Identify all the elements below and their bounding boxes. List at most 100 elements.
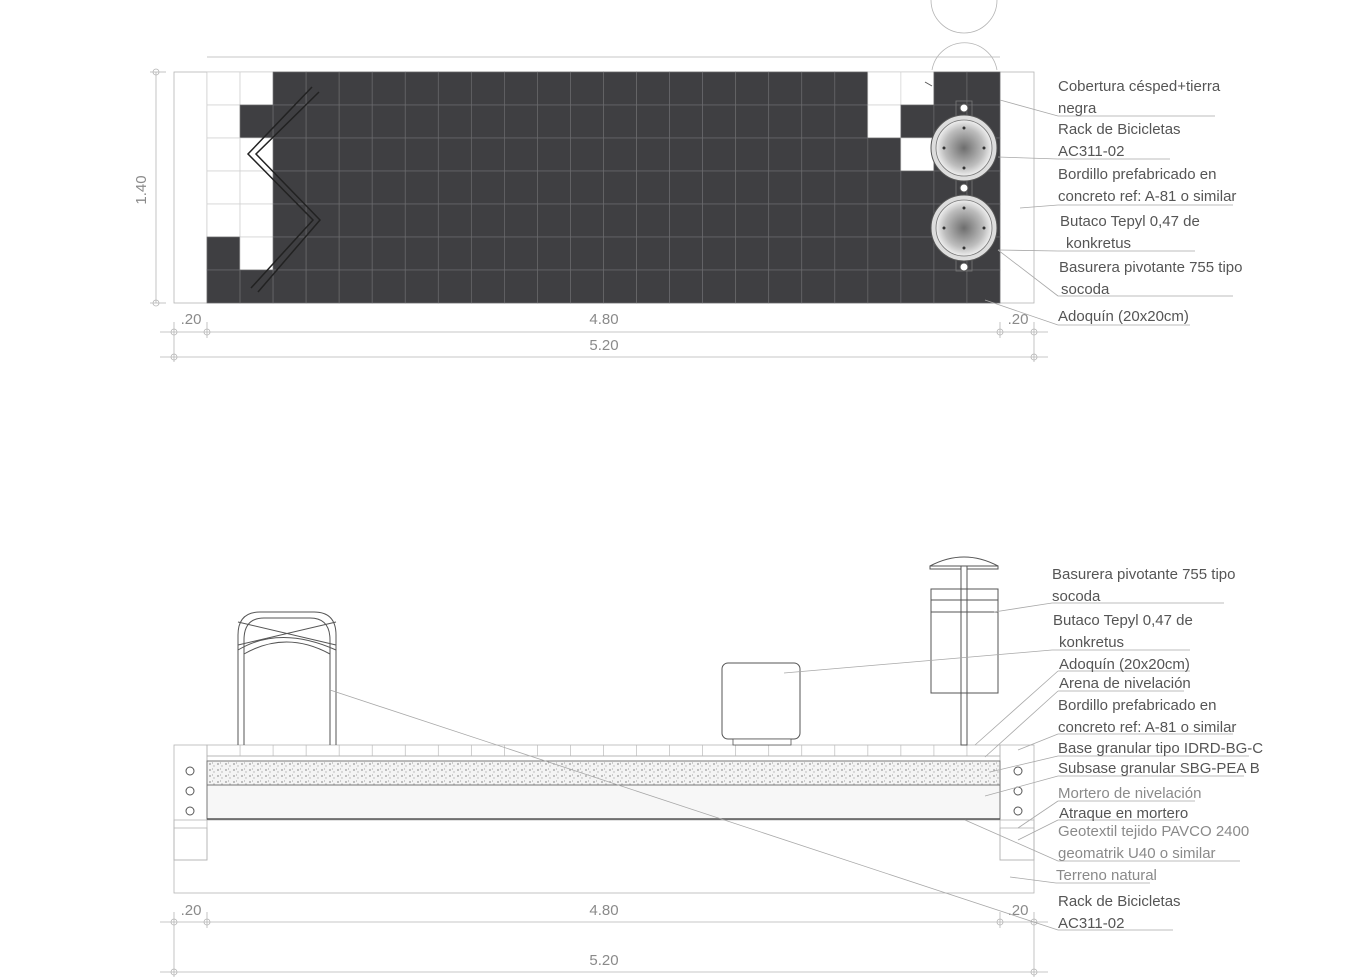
- paver-tile: [603, 170, 637, 205]
- paver-tile: [437, 104, 472, 139]
- paver-tile: [371, 203, 406, 238]
- section-labels: Basurera pivotante 755 tipo socoda Butac…: [1052, 566, 1263, 932]
- dim-total: 5.20: [589, 337, 618, 354]
- paver-tile: [702, 71, 737, 106]
- paver-tile: [768, 269, 803, 304]
- plan-leaders: [924, 81, 1233, 326]
- paver-tile: [768, 203, 803, 238]
- paver-tile: [504, 236, 538, 271]
- paver-tile: [371, 170, 406, 205]
- paver-tile: [801, 170, 836, 205]
- sec-label-butaco-2: konkretus: [1059, 634, 1124, 651]
- paver-tile: [470, 203, 505, 238]
- paver-tile: [966, 269, 1001, 304]
- paver-tile: [239, 170, 274, 205]
- paver-tile: [900, 203, 935, 238]
- label-basurera-2: socoda: [1061, 281, 1110, 298]
- paver-tile: [305, 236, 340, 271]
- paver-tile: [867, 236, 902, 271]
- paver-tile: [669, 104, 703, 139]
- paver-tile: [470, 104, 505, 139]
- paver-tile: [470, 269, 505, 304]
- paver-tile: [206, 170, 241, 205]
- sec-label-bordillo-2: concreto ref: A-81 o similar: [1058, 719, 1236, 736]
- paver-tile: [801, 104, 836, 139]
- granular-base: [206, 760, 1001, 786]
- paver-tile: [404, 236, 439, 271]
- sec-label-bordillo-1: Bordillo prefabricado en: [1058, 697, 1216, 714]
- paver-tile: [669, 137, 703, 172]
- paver-tile: [834, 71, 869, 106]
- decorative-arc: [931, 42, 998, 71]
- paver-tile: [735, 170, 770, 205]
- paver-tile: [470, 71, 505, 106]
- paver-tile: [867, 203, 902, 238]
- paver-tile: [206, 71, 241, 106]
- paver-tile: [834, 203, 869, 238]
- paver-tile: [570, 236, 604, 271]
- sec-label-adoquin: Adoquín (20x20cm): [1059, 656, 1190, 673]
- paver-tile: [834, 236, 869, 271]
- paver-tile: [834, 104, 869, 139]
- paver-tile: [669, 236, 703, 271]
- paver-tile: [900, 236, 935, 271]
- paver-tile: [966, 71, 1001, 106]
- paver-tile: [603, 137, 637, 172]
- sec-label-base-granular: Base granular tipo IDRD-BG-C: [1058, 740, 1263, 757]
- paver-tile: [834, 170, 869, 205]
- paver-tile: [636, 170, 670, 205]
- paver-tile: [371, 236, 406, 271]
- paver-tile: [537, 236, 571, 271]
- paver-tile: [404, 203, 439, 238]
- section-dimensions: .20 4.80 .20 5.20: [160, 902, 1048, 977]
- label-cobertura-2: negra: [1058, 100, 1097, 117]
- paver-tile: [338, 137, 373, 172]
- paver-tile: [768, 71, 803, 106]
- section-dim-center: 4.80: [589, 902, 618, 919]
- dim-left-margin: .20: [181, 311, 202, 328]
- sec-label-atraque: Atraque en mortero: [1059, 805, 1188, 822]
- dim-height: 1.40: [133, 175, 150, 204]
- plan-labels: Cobertura césped+tierra negra Rack de Bi…: [1058, 78, 1242, 325]
- dim-center: 4.80: [589, 311, 618, 328]
- paver-tile: [570, 137, 604, 172]
- paver-tile: [570, 203, 604, 238]
- paver-tile: [239, 269, 274, 304]
- trash-bin-elevation: [929, 556, 999, 746]
- paver-tile: [272, 137, 307, 172]
- section-leaders: [329, 602, 1249, 931]
- paver-tile: [504, 203, 538, 238]
- paver-tile: [603, 71, 637, 106]
- paver-tile: [801, 71, 836, 106]
- paver-tile: [404, 170, 439, 205]
- label-butaco-1: Butaco Tepyl 0,47 de: [1060, 213, 1200, 230]
- paver-tile: [371, 71, 406, 106]
- paver-tile: [206, 236, 241, 271]
- paver-tile: [801, 203, 836, 238]
- sec-label-basurera-1: Basurera pivotante 755 tipo: [1052, 566, 1235, 583]
- paver-tile: [239, 236, 274, 271]
- paver-tile: [636, 104, 670, 139]
- sec-label-arena: Arena de nivelación: [1059, 675, 1191, 692]
- label-adoquin: Adoquín (20x20cm): [1058, 308, 1189, 325]
- paver-tile: [801, 269, 836, 304]
- paver-tile: [404, 104, 439, 139]
- section-dim-left-margin: .20: [181, 902, 202, 919]
- bike-rack-plan: [246, 86, 322, 293]
- paver-tile: [206, 203, 241, 238]
- label-cobertura-1: Cobertura césped+tierra: [1058, 78, 1221, 95]
- paver-tile: [305, 269, 340, 304]
- paver-tile: [735, 269, 770, 304]
- plan-view: 1.40 .20 4.80 .20 5.20: [133, 0, 1242, 362]
- paver-tile: [537, 269, 571, 304]
- natural-ground: [173, 819, 1035, 894]
- paver-tile: [537, 104, 571, 139]
- paver-tile: [735, 104, 770, 139]
- paver-tile: [702, 203, 737, 238]
- sec-label-terreno: Terreno natural: [1056, 867, 1157, 884]
- paver-tile: [239, 71, 274, 106]
- sec-label-geotextil-2: geomatrik U40 o similar: [1058, 845, 1216, 862]
- label-butaco-2: konkretus: [1066, 235, 1131, 252]
- paver-tile: [669, 203, 703, 238]
